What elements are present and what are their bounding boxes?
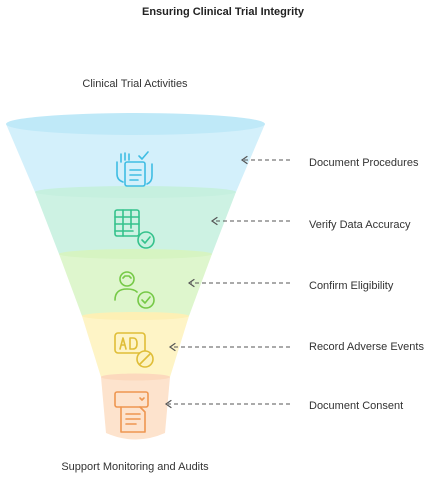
stage-label-confirm-eligibility: Confirm Eligibility xyxy=(309,280,394,292)
funnel-stage-1 xyxy=(6,113,265,192)
diagram-title: Ensuring Clinical Trial Integrity xyxy=(142,6,304,18)
person-check-icon xyxy=(114,271,155,309)
stage-label-record-adverse-events: Record Adverse Events xyxy=(309,341,424,353)
funnel-bottom-label: Support Monitoring and Audits xyxy=(61,461,209,473)
stage-label-verify-data-accuracy: Verify Data Accuracy xyxy=(309,219,411,231)
ad-blocked-icon xyxy=(114,332,154,368)
funnel-stage-4 xyxy=(82,312,189,377)
stage-label-document-consent: Document Consent xyxy=(309,400,404,412)
hand-checklist-icon xyxy=(116,151,153,187)
funnel-stage-2 xyxy=(35,186,236,254)
table-check-icon xyxy=(114,209,155,249)
stage-label-document-procedures: Document Procedures xyxy=(309,157,419,169)
connector-arrowheads xyxy=(164,155,248,409)
funnel-stage-3 xyxy=(59,249,212,316)
connector-arrows xyxy=(168,159,290,405)
funnel-top-label: Clinical Trial Activities xyxy=(82,78,188,90)
document-consent-icon xyxy=(114,391,149,433)
